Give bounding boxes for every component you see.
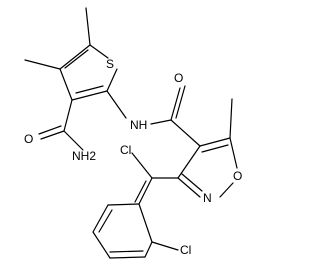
structure-diagram: S NH O O NH2 O N Cl Cl bbox=[24, 7, 242, 259]
bond bbox=[107, 203, 140, 206]
bond bbox=[92, 204, 109, 233]
bond bbox=[151, 241, 179, 251]
bond bbox=[144, 241, 153, 258]
atom-labels: S NH O O NH2 O N Cl Cl bbox=[24, 57, 242, 257]
atom-label-nh: NH bbox=[130, 118, 147, 132]
bond bbox=[63, 99, 73, 132]
bond bbox=[199, 137, 231, 147]
bond bbox=[109, 250, 144, 253]
bond bbox=[71, 90, 108, 101]
bond bbox=[134, 180, 147, 203]
atom-label-nh2: NH2 bbox=[72, 149, 96, 163]
bond bbox=[138, 203, 153, 243]
bond bbox=[92, 231, 111, 259]
bond bbox=[106, 68, 118, 92]
atom-label-amide-o: O bbox=[174, 71, 183, 85]
bonds bbox=[24, 7, 238, 259]
bond bbox=[201, 144, 229, 153]
bond bbox=[38, 125, 62, 135]
atom-label-isoxazole-o: O bbox=[233, 169, 242, 183]
atom-label-cl-bottom: Cl bbox=[180, 243, 191, 257]
bond bbox=[59, 68, 73, 101]
atom-label-isoxazole-n: N bbox=[203, 191, 212, 205]
bond bbox=[89, 44, 109, 59]
bond bbox=[229, 137, 238, 169]
atom-label-s: S bbox=[106, 57, 114, 71]
bond bbox=[40, 130, 65, 140]
bond bbox=[85, 7, 91, 46]
bond bbox=[175, 85, 186, 119]
bond bbox=[98, 209, 113, 233]
bond bbox=[75, 85, 104, 94]
bond bbox=[177, 177, 201, 198]
bond bbox=[219, 182, 234, 198]
bond bbox=[177, 145, 201, 179]
bond bbox=[24, 59, 61, 70]
atom-label-carboxamide-o: O bbox=[24, 132, 33, 146]
bond bbox=[59, 44, 91, 70]
bond bbox=[131, 152, 153, 179]
bond bbox=[64, 49, 89, 69]
bond bbox=[170, 87, 181, 121]
bond bbox=[229, 98, 233, 139]
bond bbox=[181, 173, 203, 192]
atom-label-cl-top: Cl bbox=[120, 143, 131, 157]
bond bbox=[138, 177, 153, 205]
bond bbox=[150, 119, 172, 125]
bond bbox=[109, 256, 146, 259]
bond bbox=[170, 119, 201, 147]
bond bbox=[106, 90, 127, 119]
bond bbox=[63, 130, 84, 151]
